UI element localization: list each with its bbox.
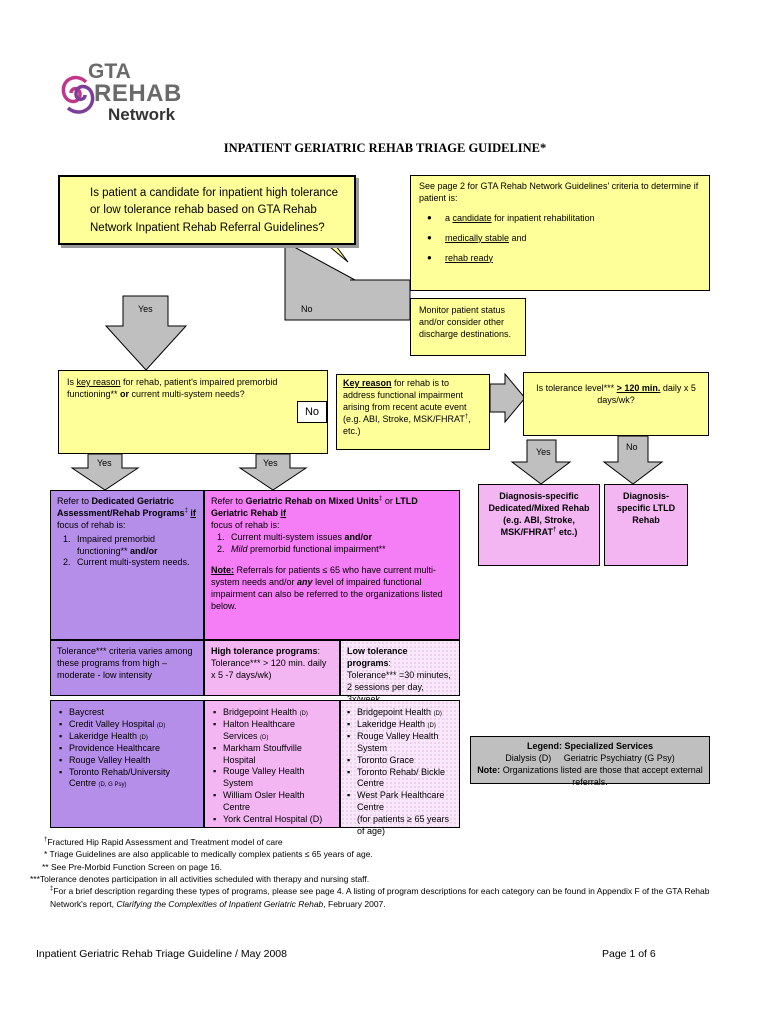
low-tolerance-title: Low tolerance programs: xyxy=(347,646,408,668)
high-tolerance-orgs-box: Bridgepoint Health (D) Halton Healthcare… xyxy=(204,700,340,828)
ltld-rehab-box: Diagnosis-specific LTLD Rehab xyxy=(604,484,688,566)
org-item: Bridgepoint Health (D) xyxy=(347,707,453,719)
question-candidate-text: Is patient a candidate for inpatient hig… xyxy=(90,187,339,234)
mixed-units-text: Refer to Geriatric Rehab on Mixed Units‡… xyxy=(211,496,418,518)
legend-line: Dialysis (D) Geriatric Psychiatry (G Psy… xyxy=(505,752,675,763)
logo-gta: GTA xyxy=(88,60,131,83)
label-yes-left: Yes xyxy=(97,458,112,468)
legend-title: Legend: Specialized Services xyxy=(526,741,654,751)
footnote-tolerance: ***Tolerance denotes participation in al… xyxy=(30,873,370,884)
org-item: Credit Valley Hospital (D) xyxy=(59,719,195,731)
footnote-programs: ‡For a brief description regarding these… xyxy=(50,886,710,909)
question-acute-event-text: Key reason for rehab is to address funct… xyxy=(343,378,471,436)
question-key-reason-box: Is key reason for rehab, patient's impai… xyxy=(58,370,328,454)
org-item: York Central Hospital (D) xyxy=(213,814,331,826)
org-item: Toronto Rehab/University Centre (D, G Ps… xyxy=(59,767,195,791)
org-item: William Osler Health Centre xyxy=(213,790,331,814)
low-tolerance-orgs-box: Bridgepoint Health (D) Lakeridge Health … xyxy=(340,700,460,836)
dedicated-geriatric-box: Refer to Dedicated Geriatric Assessment/… xyxy=(50,490,204,640)
diagnosis-specific-text: Diagnosis-specific Dedicated/Mixed Rehab… xyxy=(488,491,590,537)
diagnosis-specific-box: Diagnosis-specific Dedicated/Mixed Rehab… xyxy=(478,484,600,566)
tolerance-criteria-text: Tolerance*** criteria varies among these… xyxy=(57,646,193,680)
yes-arrow-q4 xyxy=(510,439,572,485)
org-item: West Park Healthcare Centre xyxy=(347,790,453,814)
label-yes-right: Yes xyxy=(263,458,278,468)
dedicated-orgs-list: Baycrest Credit Valley Hospital (D) Lake… xyxy=(59,707,195,790)
yes-arrow-right xyxy=(238,453,308,491)
org-item: Halton Healthcare Services (D) xyxy=(213,719,331,743)
org-item: Markham Stouffville Hospital xyxy=(213,743,331,767)
low-tolerance-text: Tolerance*** =30 minutes, 2 sessions per… xyxy=(347,669,451,704)
logo-rehab: REHAB xyxy=(94,80,182,107)
low-tolerance-box: Low tolerance programs: Tolerance*** =30… xyxy=(340,640,460,704)
dedicated-geriatric-list: 1.Impaired premorbid functioning** and/o… xyxy=(57,534,197,570)
org-item: Toronto Grace xyxy=(347,755,453,767)
footnote-fhrat: †Fractured Hip Rapid Assessment and Trea… xyxy=(44,837,283,847)
high-tolerance-box: High tolerance programs: Tolerance*** > … xyxy=(204,640,340,696)
high-tolerance-orgs-list: Bridgepoint Health (D) Halton Healthcare… xyxy=(213,707,331,826)
legend-note: Note: Organizations listed are those tha… xyxy=(477,764,703,787)
question-candidate-callout: Is patient a candidate for inpatient hig… xyxy=(58,175,356,245)
yes-arrow-q1 xyxy=(104,295,188,371)
mixed-units-list: 1.Current multi-system issues and/or 2.M… xyxy=(211,532,453,556)
mixed-item-1: 1.Current multi-system issues and/or xyxy=(217,531,373,542)
org-item: Rouge Valley Health System xyxy=(213,766,331,790)
footer-page-number: Page 1 of 6 xyxy=(602,948,656,960)
yes-arrow-left xyxy=(70,453,140,491)
org-item: Bridgepoint Health (D) xyxy=(213,707,331,719)
label-yes-q4: Yes xyxy=(536,447,551,457)
low-tolerance-orgs-list: Bridgepoint Health (D) Lakeridge Health … xyxy=(347,707,453,814)
criteria-intro: See page 2 for GTA Rehab Network Guideli… xyxy=(419,181,699,203)
logo-network: Network xyxy=(108,105,176,124)
mixed-item-2: 2.Mild premorbid functional impairment** xyxy=(217,543,386,554)
logo-swirl-icon xyxy=(61,75,95,114)
ltld-rehab-text: Diagnosis-specific LTLD Rehab xyxy=(616,491,676,525)
page-title: INPATIENT GERIATRIC REHAB TRIAGE GUIDELI… xyxy=(223,141,547,155)
no-arrow-q4 xyxy=(602,435,664,485)
mixed-units-focus: focus of rehab is: xyxy=(211,519,280,530)
footnotes: †Fractured Hip Rapid Assessment and Trea… xyxy=(30,836,720,910)
org-item: Lakeridge Health (D) xyxy=(347,719,453,731)
label-no-q1: No xyxy=(301,304,313,314)
no-arrow-q3 xyxy=(489,372,526,424)
monitor-box: Monitor patient status and/or consider o… xyxy=(410,298,526,356)
footer-left: Inpatient Geriatric Rehab Triage Guideli… xyxy=(36,948,287,960)
question-acute-event-box: Key reason for rehab is to address funct… xyxy=(336,374,490,450)
org-item: Lakeridge Health (D) xyxy=(59,731,195,743)
logo: GTA REHAB Network xyxy=(58,58,188,124)
org-item: Providence Healthcare xyxy=(59,743,195,755)
label-no-q2: No xyxy=(297,401,327,423)
dedicated-geriatric-text: Refer to Dedicated Geriatric Assessment/… xyxy=(57,496,196,530)
dedicated-item-1: 1.Impaired premorbid functioning** and/o… xyxy=(63,533,158,556)
legend-box: Legend: Specialized Services Dialysis (D… xyxy=(470,736,710,787)
dedicated-orgs-box: Baycrest Credit Valley Hospital (D) Lake… xyxy=(50,700,204,828)
label-no-q4: No xyxy=(626,442,638,452)
criteria-stable: medically stable and xyxy=(419,233,701,245)
org-item: Toronto Rehab/ Bickle Centre xyxy=(347,767,453,791)
criteria-ready: rehab ready xyxy=(419,253,701,265)
footnote-premorbid: ** See Pre-Morbid Function Screen on pag… xyxy=(42,861,223,872)
mixed-units-note: Note: Referrals for patients ≤ 65 who ha… xyxy=(211,565,443,611)
low-tolerance-age-note: (for patients ≥ 65 years of age) xyxy=(357,814,449,836)
mixed-units-box: Refer to Geriatric Rehab on Mixed Units‡… xyxy=(204,490,460,640)
question-key-reason-text: Is key reason for rehab, patient's impai… xyxy=(67,377,278,399)
criteria-box: See page 2 for GTA Rehab Network Guideli… xyxy=(410,175,710,291)
dedicated-item-2: 2.Current multi-system needs. xyxy=(63,557,190,568)
criteria-list: a candidate for inpatient rehabilitation… xyxy=(419,213,701,265)
org-item: Rouge Valley Health System xyxy=(347,731,453,755)
monitor-text: Monitor patient status and/or consider o… xyxy=(419,305,512,339)
criteria-candidate: a candidate for inpatient rehabilitation xyxy=(419,213,701,225)
tolerance-criteria-box: Tolerance*** criteria varies among these… xyxy=(50,640,204,696)
question-tolerance-text: Is tolerance level*** > 120 min. daily x… xyxy=(536,383,696,405)
label-yes-q1: Yes xyxy=(138,304,153,314)
footnote-triage: * Triage Guidelines are also applicable … xyxy=(44,849,373,860)
org-item: Rouge Valley Health xyxy=(59,755,195,767)
org-item: Baycrest xyxy=(59,707,195,719)
high-tolerance-text: Tolerance*** > 120 min. daily x 5 -7 day… xyxy=(211,657,327,680)
question-tolerance-box: Is tolerance level*** > 120 min. daily x… xyxy=(523,372,709,436)
high-tolerance-title: High tolerance programs: xyxy=(211,646,321,656)
